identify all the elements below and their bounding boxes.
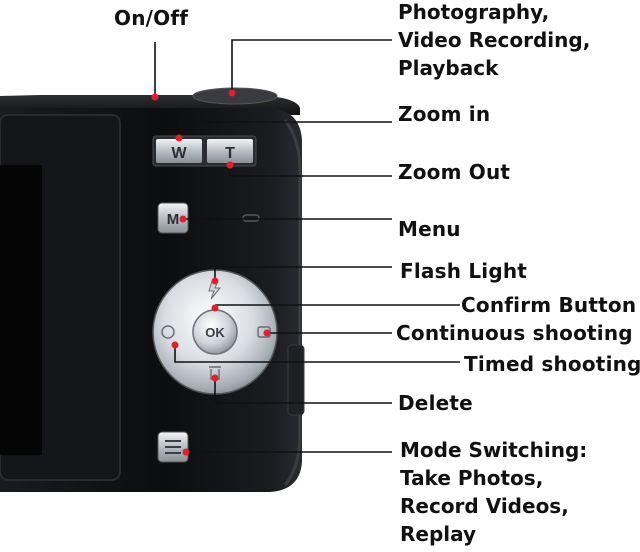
label-shutter-line: Video Recording, [398,28,591,52]
label-zoom-out: Zoom Out [398,160,511,184]
leader-timed [174,345,460,363]
label-mode-line: Replay [400,522,477,546]
leader-flash [214,266,392,280]
timer-icon [161,325,175,339]
marker-dot [263,329,271,337]
label-shutter-line: Photography, [398,0,550,24]
zoom-t-button[interactable] [207,139,253,163]
label-shutter-line: Playback [398,56,499,80]
marker-dot [211,304,219,312]
zoom-w-button[interactable] [156,139,202,163]
indicator-led [242,214,260,222]
marker-dot [171,341,179,349]
menu-button[interactable] [157,202,189,234]
leader-zoom-in [178,121,392,137]
lcd-screen [0,165,42,455]
marker-dot [211,374,219,382]
label-shutter: Photography, Video Recording, Playback [398,0,590,82]
label-continuous: Continuous shooting [396,321,633,345]
zoom-t-label: T [225,145,235,162]
ok-button-label: OK [205,325,225,340]
marker-dot [182,448,190,456]
marker-dot [211,277,219,285]
leader-shutter [231,39,392,93]
label-timed: Timed shooting [464,352,640,376]
marker-dot [151,93,159,101]
leader-lines [154,39,460,453]
label-delete: Delete [398,391,473,415]
label-confirm: Confirm Button [461,293,637,317]
label-zoom-in: Zoom in [398,102,491,126]
marker-dot [179,215,187,223]
label-flash: Flash Light [400,259,528,283]
marker-dots [151,89,271,456]
marker-dot [175,134,183,142]
marker-dot [226,161,234,169]
label-mode-line: Take Photos, [400,466,544,490]
menu-button-label: M [167,211,180,228]
mode-lines-icon [165,440,181,454]
shutter-button[interactable] [192,87,278,105]
marker-dot [228,89,236,97]
label-mode-line: Mode Switching: [400,438,588,462]
label-mode: Mode Switching: Take Photos, Record Vide… [400,436,587,548]
label-on-off: On/Off [114,6,189,30]
label-menu: Menu [398,217,461,241]
leader-zoom-out [229,165,392,177]
leader-delete [214,378,392,404]
side-strap-lug [287,344,305,416]
zoom-w-label: W [171,145,187,162]
label-mode-line: Record Videos, [400,494,569,518]
